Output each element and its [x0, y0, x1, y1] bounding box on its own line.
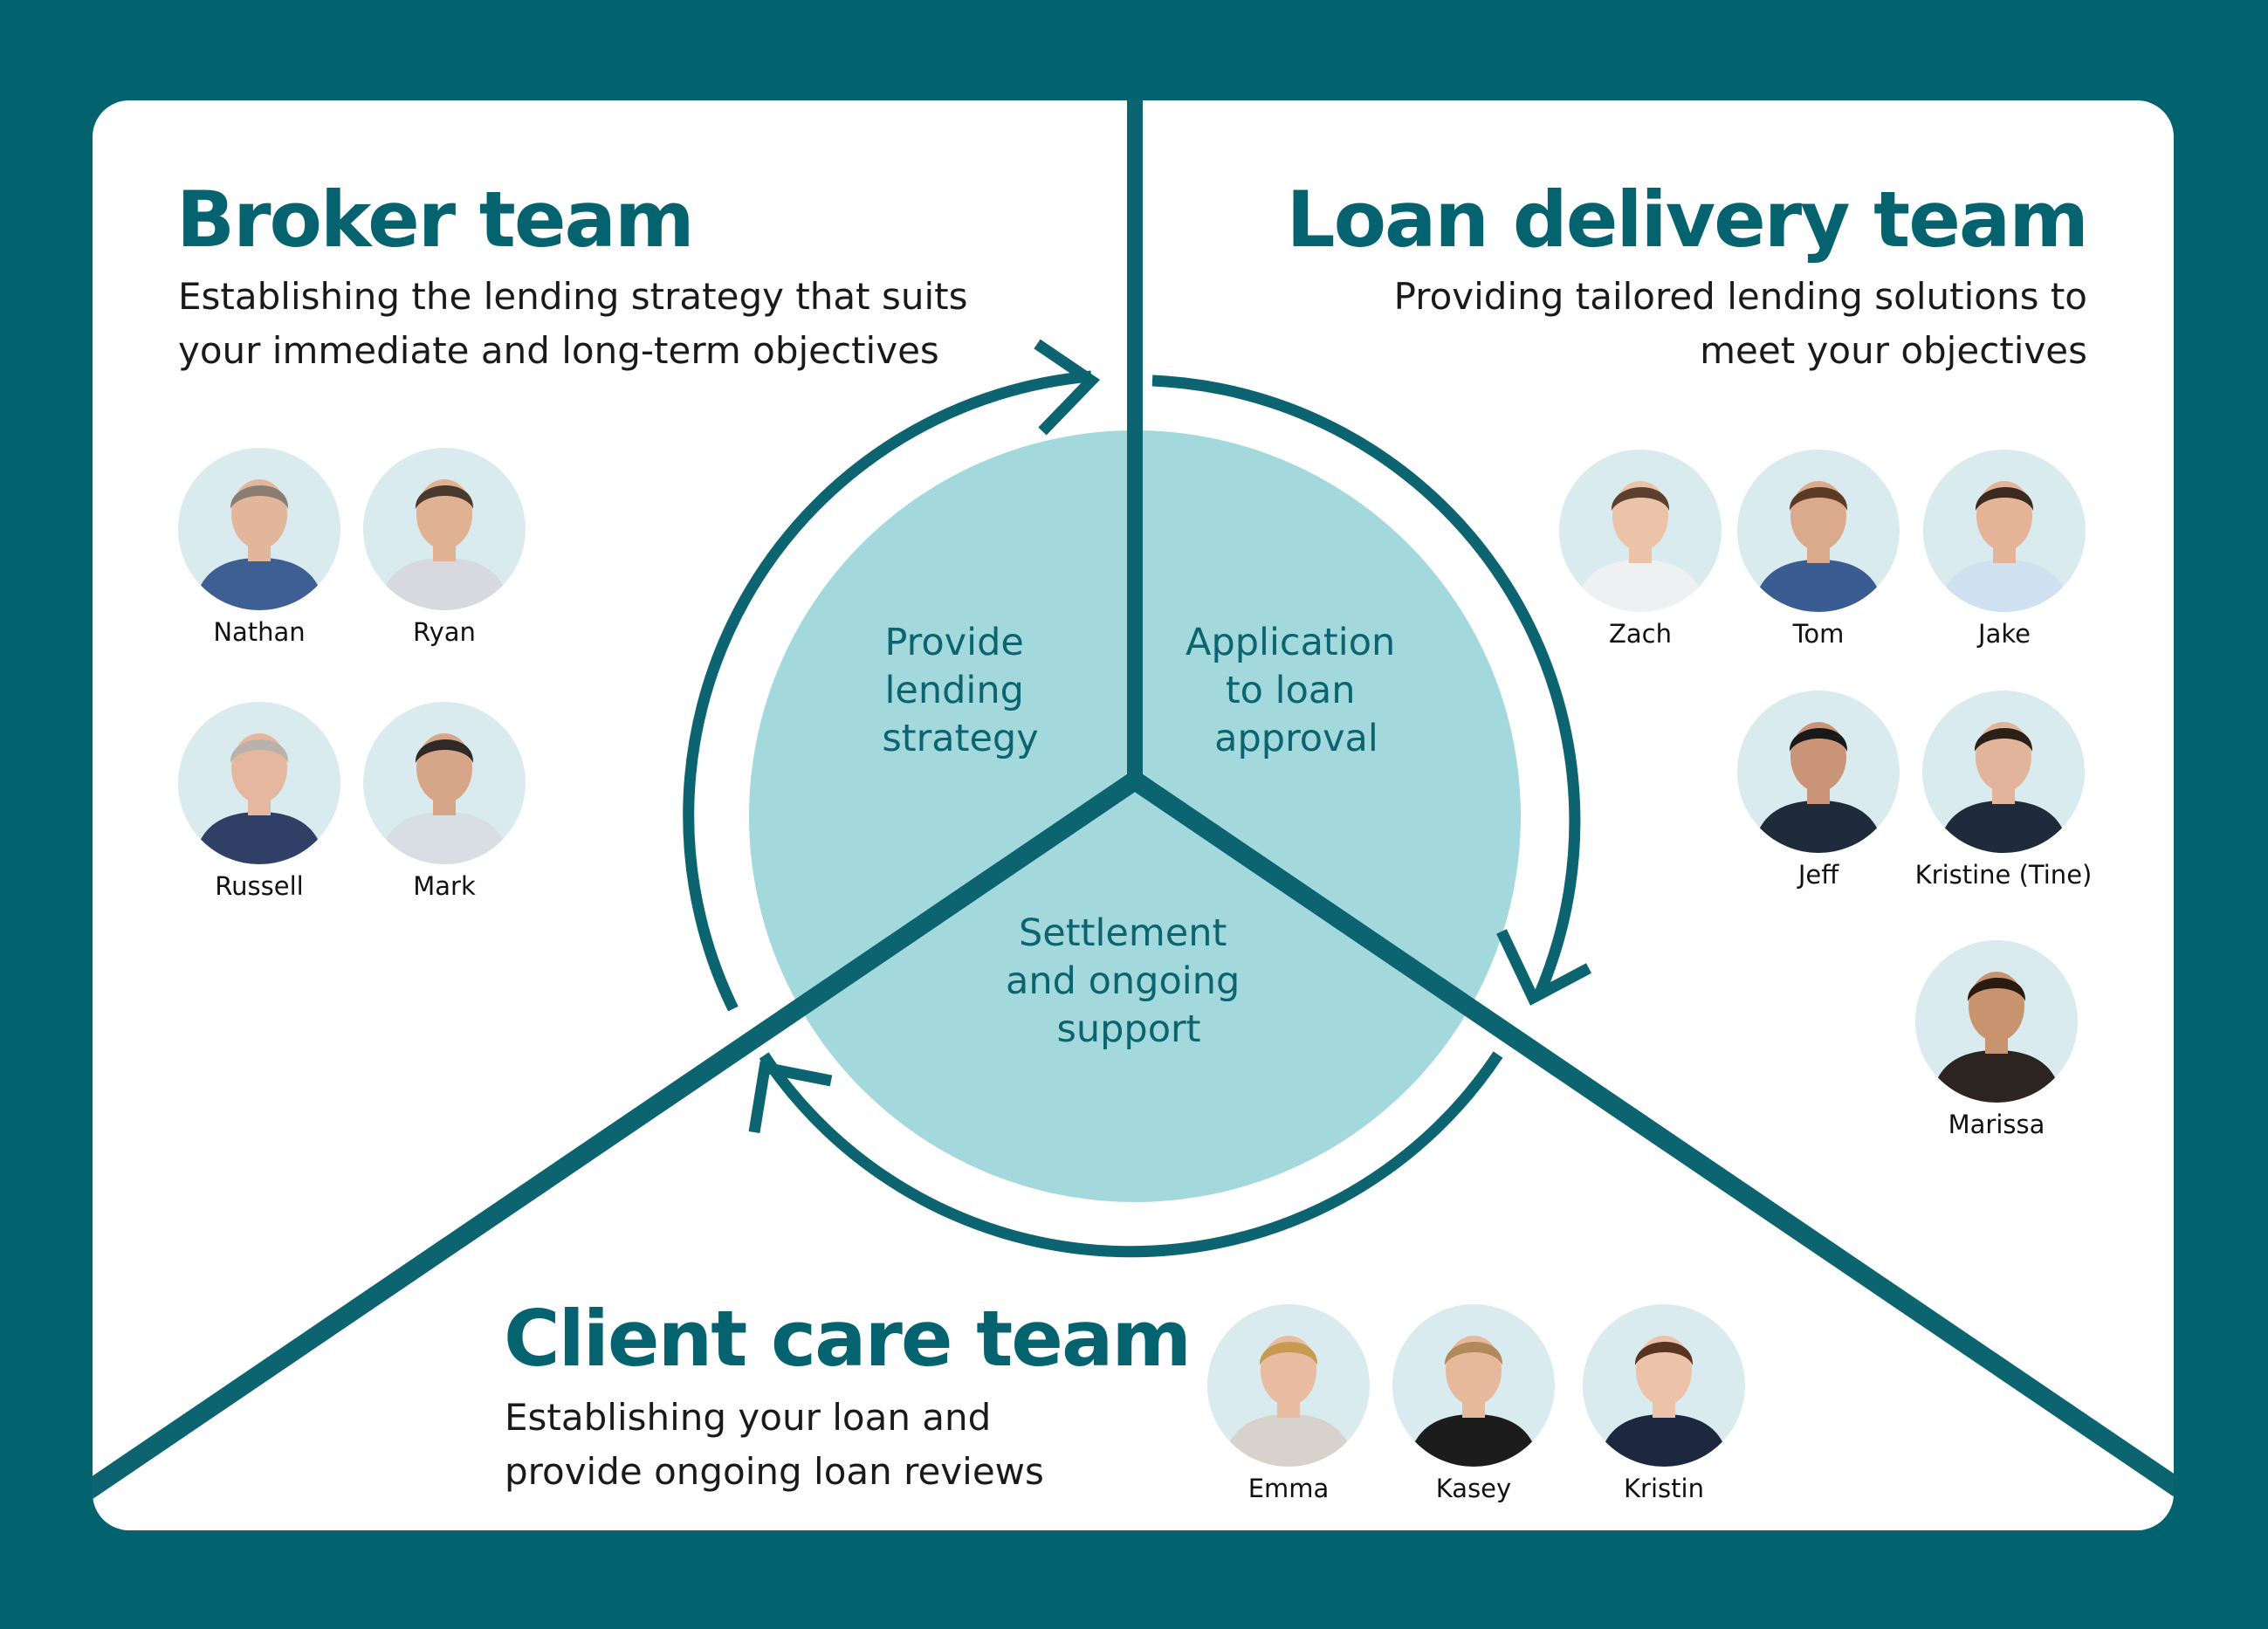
person-portrait-icon — [194, 733, 325, 864]
team-member-russell: Russell — [163, 702, 355, 901]
avatar — [1915, 940, 2078, 1103]
member-name: Russell — [215, 871, 304, 901]
description-line: Providing tailored lending solutions to — [1393, 275, 2087, 318]
cycle-arrowhead-loan-delivery — [1496, 929, 1592, 1006]
team-member-kasey: Kasey — [1378, 1304, 1570, 1503]
center-circle — [749, 430, 1521, 1202]
cycle-arrowhead-broker — [1034, 339, 1101, 436]
team-member-ryan: Ryan — [348, 448, 540, 647]
cycle-arc-loan-delivery — [1151, 375, 1581, 998]
team-member-marissa: Marissa — [1900, 940, 2093, 1139]
team-member-jeff: Jeff — [1722, 691, 1914, 890]
person-portrait-icon — [194, 479, 325, 610]
team-member-mark: Mark — [348, 702, 540, 901]
avatar — [1392, 1304, 1555, 1467]
person-portrait-icon — [1939, 481, 2070, 612]
avatar — [1583, 1304, 1745, 1467]
person-portrait-icon — [379, 479, 510, 610]
member-name: Jake — [1978, 619, 2031, 649]
team-member-tom: Tom — [1722, 450, 1914, 649]
avatar — [1737, 691, 1900, 853]
client-care-team-title: Client care team — [504, 1294, 1192, 1384]
member-name: Mark — [413, 871, 476, 901]
person-portrait-icon — [1753, 722, 1884, 853]
cycle-arc-broker — [683, 370, 1092, 1012]
description-line: your immediate and long-term objectives — [178, 329, 939, 372]
client-care-team-description: Establishing your loan and provide ongoi… — [505, 1391, 1044, 1499]
team-member-kristin: Kristin — [1568, 1304, 1760, 1503]
avatar — [1207, 1304, 1370, 1467]
description-line: Establishing the lending strategy that s… — [178, 275, 968, 318]
stage-label-provide-lending-strategy: Provide lending strategy — [882, 621, 1038, 760]
broker-team-description: Establishing the lending strategy that s… — [178, 270, 967, 378]
member-name: Kasey — [1435, 1474, 1512, 1503]
avatar — [178, 702, 340, 864]
avatar — [1923, 450, 2086, 612]
stage-label-application-to-loan-approval: Application to loan approval — [1186, 621, 1407, 760]
avatar — [1737, 450, 1900, 612]
person-portrait-icon — [1223, 1336, 1354, 1467]
team-member-kristine-tine: Kristine (Tine) — [1907, 691, 2100, 890]
person-portrait-icon — [1931, 972, 2062, 1103]
avatar — [178, 448, 340, 610]
avatar — [363, 702, 526, 864]
cycle-arc-client-care — [759, 1051, 1503, 1258]
description-line: meet your objectives — [1700, 329, 2087, 372]
member-name: Jeff — [1797, 860, 1839, 890]
member-name: Ryan — [413, 617, 476, 647]
person-portrait-icon — [1598, 1336, 1729, 1467]
team-member-zach: Zach — [1544, 450, 1736, 649]
team-member-emma: Emma — [1192, 1304, 1385, 1503]
team-member-nathan: Nathan — [163, 448, 355, 647]
person-portrait-icon — [379, 733, 510, 864]
loan-delivery-team-description: Providing tailored lending solutions to … — [1394, 270, 2087, 378]
member-name: Emma — [1247, 1474, 1330, 1503]
broker-team-title: Broker team — [176, 175, 695, 265]
avatar — [363, 448, 526, 610]
divider-line-left — [93, 772, 1141, 1500]
member-name: Kristin — [1624, 1474, 1704, 1503]
member-name: Tom — [1792, 619, 1845, 649]
cycle-arrowhead-client-care — [748, 1061, 833, 1134]
divider-line-right — [1129, 772, 2174, 1500]
stage-label-settlement-and-ongoing-support: Settlement and ongoing support — [1006, 911, 1252, 1051]
member-name: Kristine (Tine) — [1914, 860, 2093, 890]
person-portrait-icon — [1938, 722, 2069, 853]
description-line: provide ongoing loan reviews — [505, 1450, 1044, 1493]
avatar — [1559, 450, 1722, 612]
member-name: Nathan — [213, 617, 306, 647]
person-portrait-icon — [1575, 481, 1706, 612]
team-member-jake: Jake — [1908, 450, 2100, 649]
avatar — [1922, 691, 2085, 853]
member-name: Marissa — [1948, 1110, 2045, 1139]
member-name: Zach — [1609, 619, 1672, 649]
person-portrait-icon — [1408, 1336, 1539, 1467]
description-line: Establishing your loan and — [505, 1396, 992, 1439]
loan-delivery-team-title: Loan delivery team — [1286, 175, 2089, 265]
person-portrait-icon — [1753, 481, 1884, 612]
